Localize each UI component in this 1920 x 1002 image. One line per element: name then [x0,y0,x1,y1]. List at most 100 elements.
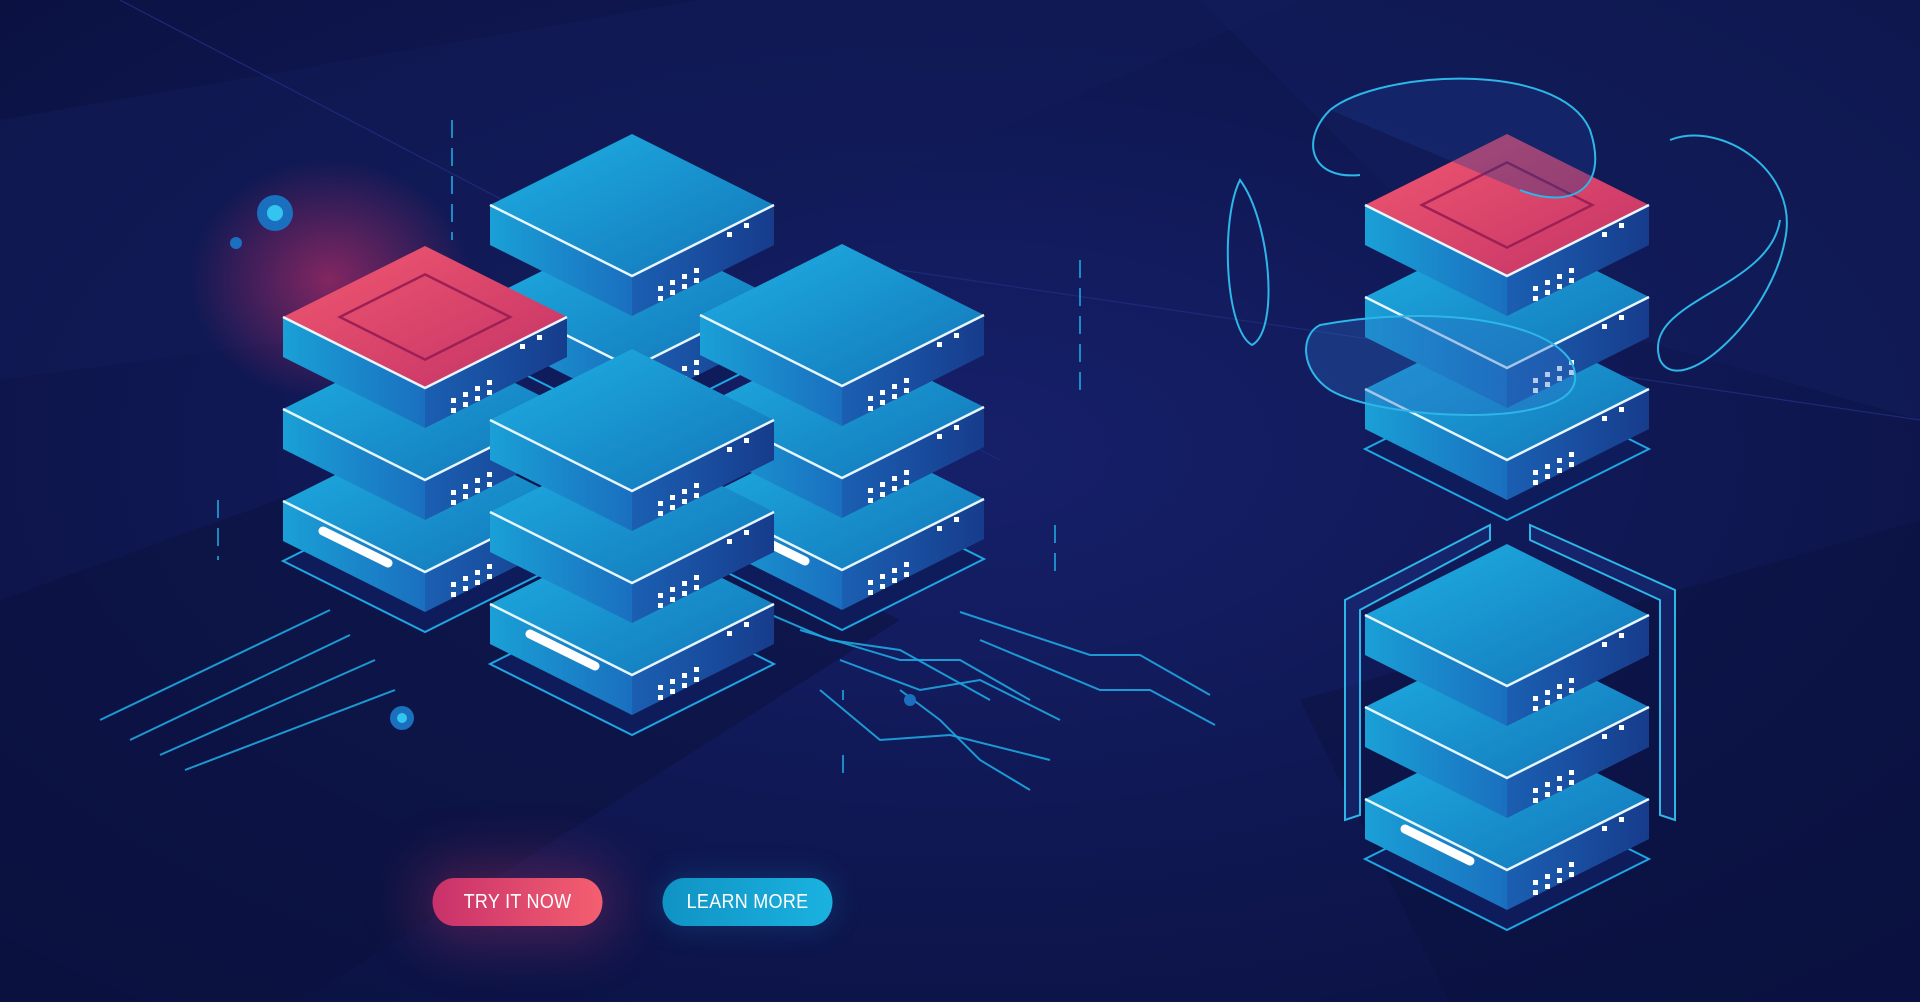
server-side-right [632,420,774,531]
vent-dot [892,476,897,481]
vent-dot [880,482,885,487]
server-side-right [1507,389,1649,500]
vent-dot [1557,776,1562,781]
server-unit [699,244,985,426]
vent-dot [880,584,885,589]
vent-dot [1545,290,1550,295]
vent-dot [487,482,492,487]
vent-dot [892,568,897,573]
server-group [280,134,1652,932]
holo-side-panel [1529,523,1676,822]
vent-dot [670,495,675,500]
circuit-trace [799,629,1031,701]
vent-dot [1569,452,1574,457]
node-dot [267,205,283,221]
vent-dot [463,484,468,489]
vent-dot [463,392,468,397]
vent-dot [475,396,480,401]
vent-dot [1533,388,1538,393]
server-side-right [425,317,567,428]
vent-dot [1545,782,1550,787]
hologram-outlines [1226,77,1788,822]
vent-dot [451,408,456,413]
vent-dot [1533,706,1538,711]
server-side-right [842,499,984,610]
led-dot [1619,725,1624,730]
led-dot [937,342,942,347]
circuit-trace [899,689,1031,791]
server-side-left [283,409,425,520]
server-side-right [632,205,774,316]
circuit-trace [99,609,331,721]
server-side-right [1507,297,1649,408]
vent-dot [1569,678,1574,683]
vent-dot [670,280,675,285]
server-side-left [1365,707,1507,818]
vent-dot [1533,696,1538,701]
vent-dot [868,590,873,595]
vent-dot [475,570,480,575]
vent-dot [1557,868,1562,873]
server-side-right [1507,615,1649,726]
vent-dot [1569,462,1574,467]
server-unit [1364,134,1650,316]
vent-dot [670,587,675,592]
vent-dot [1545,690,1550,695]
holo-loop [1226,178,1270,347]
server-side-left [490,420,632,531]
server-top-inset [1419,161,1595,249]
holo-loop [1656,134,1788,372]
drive-slot [318,526,393,568]
vent-dot [892,384,897,389]
led-dot [1602,324,1607,329]
server-rim [1364,295,1650,370]
vent-dot [880,390,885,395]
server-side-left [283,501,425,612]
vent-dot [1545,884,1550,889]
circuit-trace [959,611,1211,696]
vent-dot [682,489,687,494]
led-dot [727,232,732,237]
vent-dot [1557,684,1562,689]
vent-dot [1569,688,1574,693]
vent-dot [904,470,909,475]
vent-dot [694,360,699,365]
learn-more-button[interactable]: LEARN MORE [662,878,833,926]
led-dot [1619,817,1624,822]
server-side-left [283,317,425,428]
server-rim [489,418,775,493]
node-dot [230,237,242,249]
vent-dot [892,486,897,491]
drive-slot [525,629,600,671]
vent-dot [868,580,873,585]
vent-dot [1545,280,1550,285]
vent-dot [1533,890,1538,895]
vent-dot [904,480,909,485]
server-top-inset [337,273,513,361]
vent-dot [904,378,909,383]
vent-dot [694,483,699,488]
vent-dot [904,562,909,567]
led-dot [1619,407,1624,412]
led-dot [1602,826,1607,831]
server-side-left [700,315,842,426]
try-it-now-button[interactable]: TRY IT NOW [432,878,603,926]
led-dot [1619,633,1624,638]
vent-dot [1557,694,1562,699]
circuit-trace [759,609,991,701]
led-dot [727,539,732,544]
vent-dot [694,268,699,273]
vent-dot [1545,382,1550,387]
server-side-right [632,512,774,623]
server-side-right [632,604,774,715]
server-rim [282,315,568,390]
vent-dot [880,574,885,579]
vent-dot [682,673,687,678]
vent-dot [463,586,468,591]
led-dot [954,517,959,522]
vent-dot [670,689,675,694]
vent-dot [658,286,663,291]
vent-dot [904,572,909,577]
server-rim [489,510,775,585]
vent-dot [694,585,699,590]
